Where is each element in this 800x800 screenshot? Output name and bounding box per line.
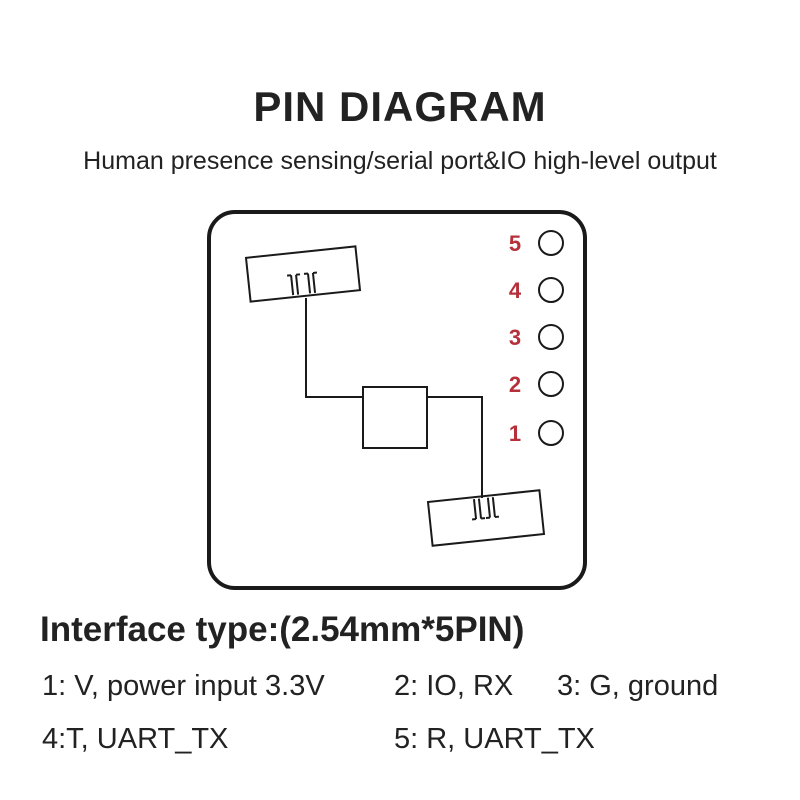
pin-label-5: 5 <box>509 231 521 256</box>
antenna-top-left <box>244 245 362 303</box>
pin3-description: 3: G, ground <box>557 670 719 702</box>
pin-hole-1 <box>538 420 564 446</box>
pin-label-2: 2 <box>509 372 521 397</box>
pin-hole-3 <box>538 324 564 350</box>
interface-type-heading: Interface type:(2.54mm*5PIN) <box>40 610 525 649</box>
pin5-description: 5: R, UART_TX <box>394 723 595 755</box>
pin-label-3: 3 <box>509 325 521 350</box>
pin1-description: 1: V, power input 3.3V <box>42 670 325 702</box>
pin-hole-4 <box>538 277 564 303</box>
pin-label-4: 4 <box>509 278 522 303</box>
module-board-outline <box>207 210 587 590</box>
page-subtitle: Human presence sensing/serial port&IO hi… <box>83 147 717 175</box>
trace-right <box>427 396 483 498</box>
antenna-bottom-right <box>426 489 546 547</box>
pin4-description: 4:T, UART_TX <box>42 723 229 755</box>
pin-label-1: 1 <box>509 421 521 446</box>
sensor-chip <box>362 386 428 449</box>
pin-hole-5 <box>538 230 564 256</box>
trace-left <box>305 298 363 398</box>
page-title: PIN DIAGRAM <box>253 83 547 130</box>
pin2-description: 2: IO, RX <box>394 670 514 702</box>
pin-hole-2 <box>538 371 564 397</box>
